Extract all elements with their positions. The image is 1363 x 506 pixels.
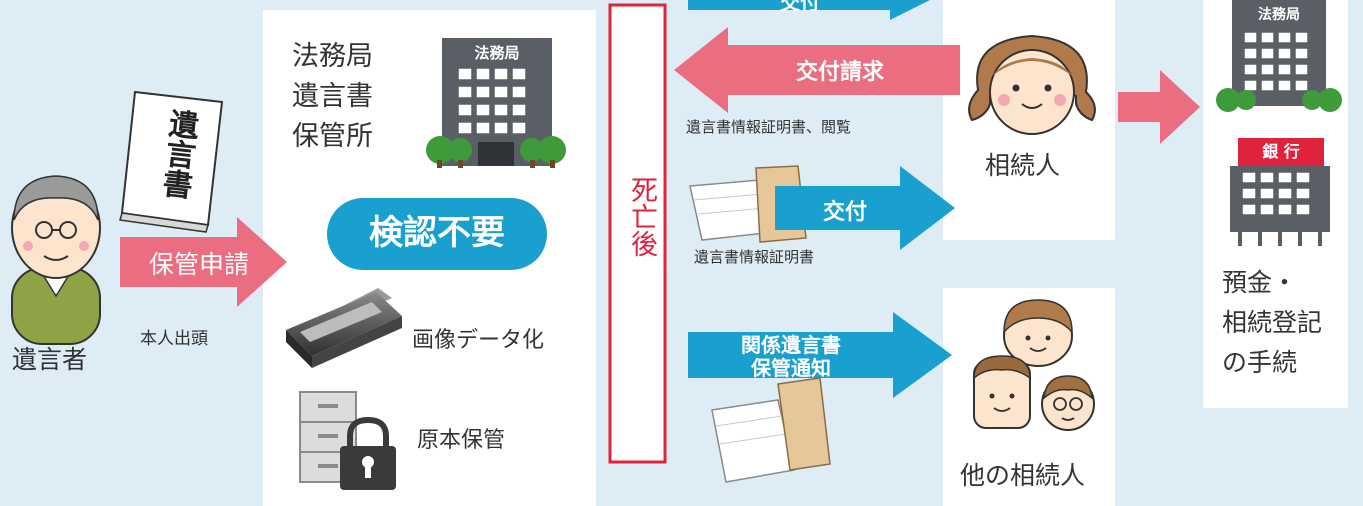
submit-arrow-caption: 本人出頭 (140, 329, 208, 349)
after-death-text: 死亡後 (626, 176, 657, 257)
notify-arrow (688, 312, 952, 398)
after-death-frame (608, 3, 667, 464)
request-arrow (674, 27, 960, 113)
office-building-icon (426, 38, 566, 168)
top-arrow-label: 交付 (780, 0, 820, 14)
notify-arrow-label-line-1: 関係遺言書 (741, 333, 841, 357)
office-title-line-2: 遺言書 (292, 81, 373, 112)
no-probate-label: 検認不要 (369, 213, 505, 253)
other-heirs-icon (973, 299, 1095, 431)
request-arrow-caption: 遺言書情報証明書、閲覧 (686, 118, 852, 136)
issue-arrow-caption: 遺言書情報証明書 (694, 248, 815, 266)
lock-icon (340, 416, 396, 490)
request-arrow-label: 交付請求 (795, 60, 884, 85)
testator-icon (11, 175, 101, 345)
procedures-arrow (1118, 70, 1200, 144)
store-label: 原本保管 (417, 428, 506, 453)
procedures-label-line-2: 相続登記 (1222, 308, 1323, 337)
procedures-building-icon (1216, 0, 1342, 112)
scanner-icon (286, 288, 402, 368)
testator-label: 遺言者 (12, 345, 88, 374)
notify-arrow-label-line-2: 保管通知 (751, 356, 831, 380)
office-title-line-3: 保管所 (292, 121, 373, 152)
issue-arrow (775, 166, 955, 250)
issue-arrow-label: 交付 (822, 200, 867, 225)
submit-arrow (120, 217, 287, 307)
procedures-label-line-3: の手続 (1222, 348, 1298, 377)
top-blue-arrow (688, 0, 930, 20)
procedures-building-sign: 法務局 (1258, 7, 1300, 23)
bank-icon (1230, 138, 1330, 246)
submit-arrow-label: 保管申請 (148, 250, 249, 279)
bank-sign: 銀 行 (1262, 142, 1300, 161)
will-document-icon (119, 90, 224, 233)
procedures-label-line-1: 預金・ (1222, 268, 1298, 297)
will-document-text: 遺言書 (155, 106, 200, 201)
other-heirs-label: 他の相続人 (960, 461, 1086, 490)
heir-label: 相続人 (985, 151, 1061, 180)
office-title-line-1: 法務局 (292, 41, 373, 72)
scan-label: 画像データ化 (412, 328, 545, 353)
office-building-sign: 法務局 (474, 44, 520, 62)
heir-icon (968, 34, 1096, 135)
envelope-icon-2 (711, 377, 831, 483)
no-probate-pill (327, 198, 547, 270)
